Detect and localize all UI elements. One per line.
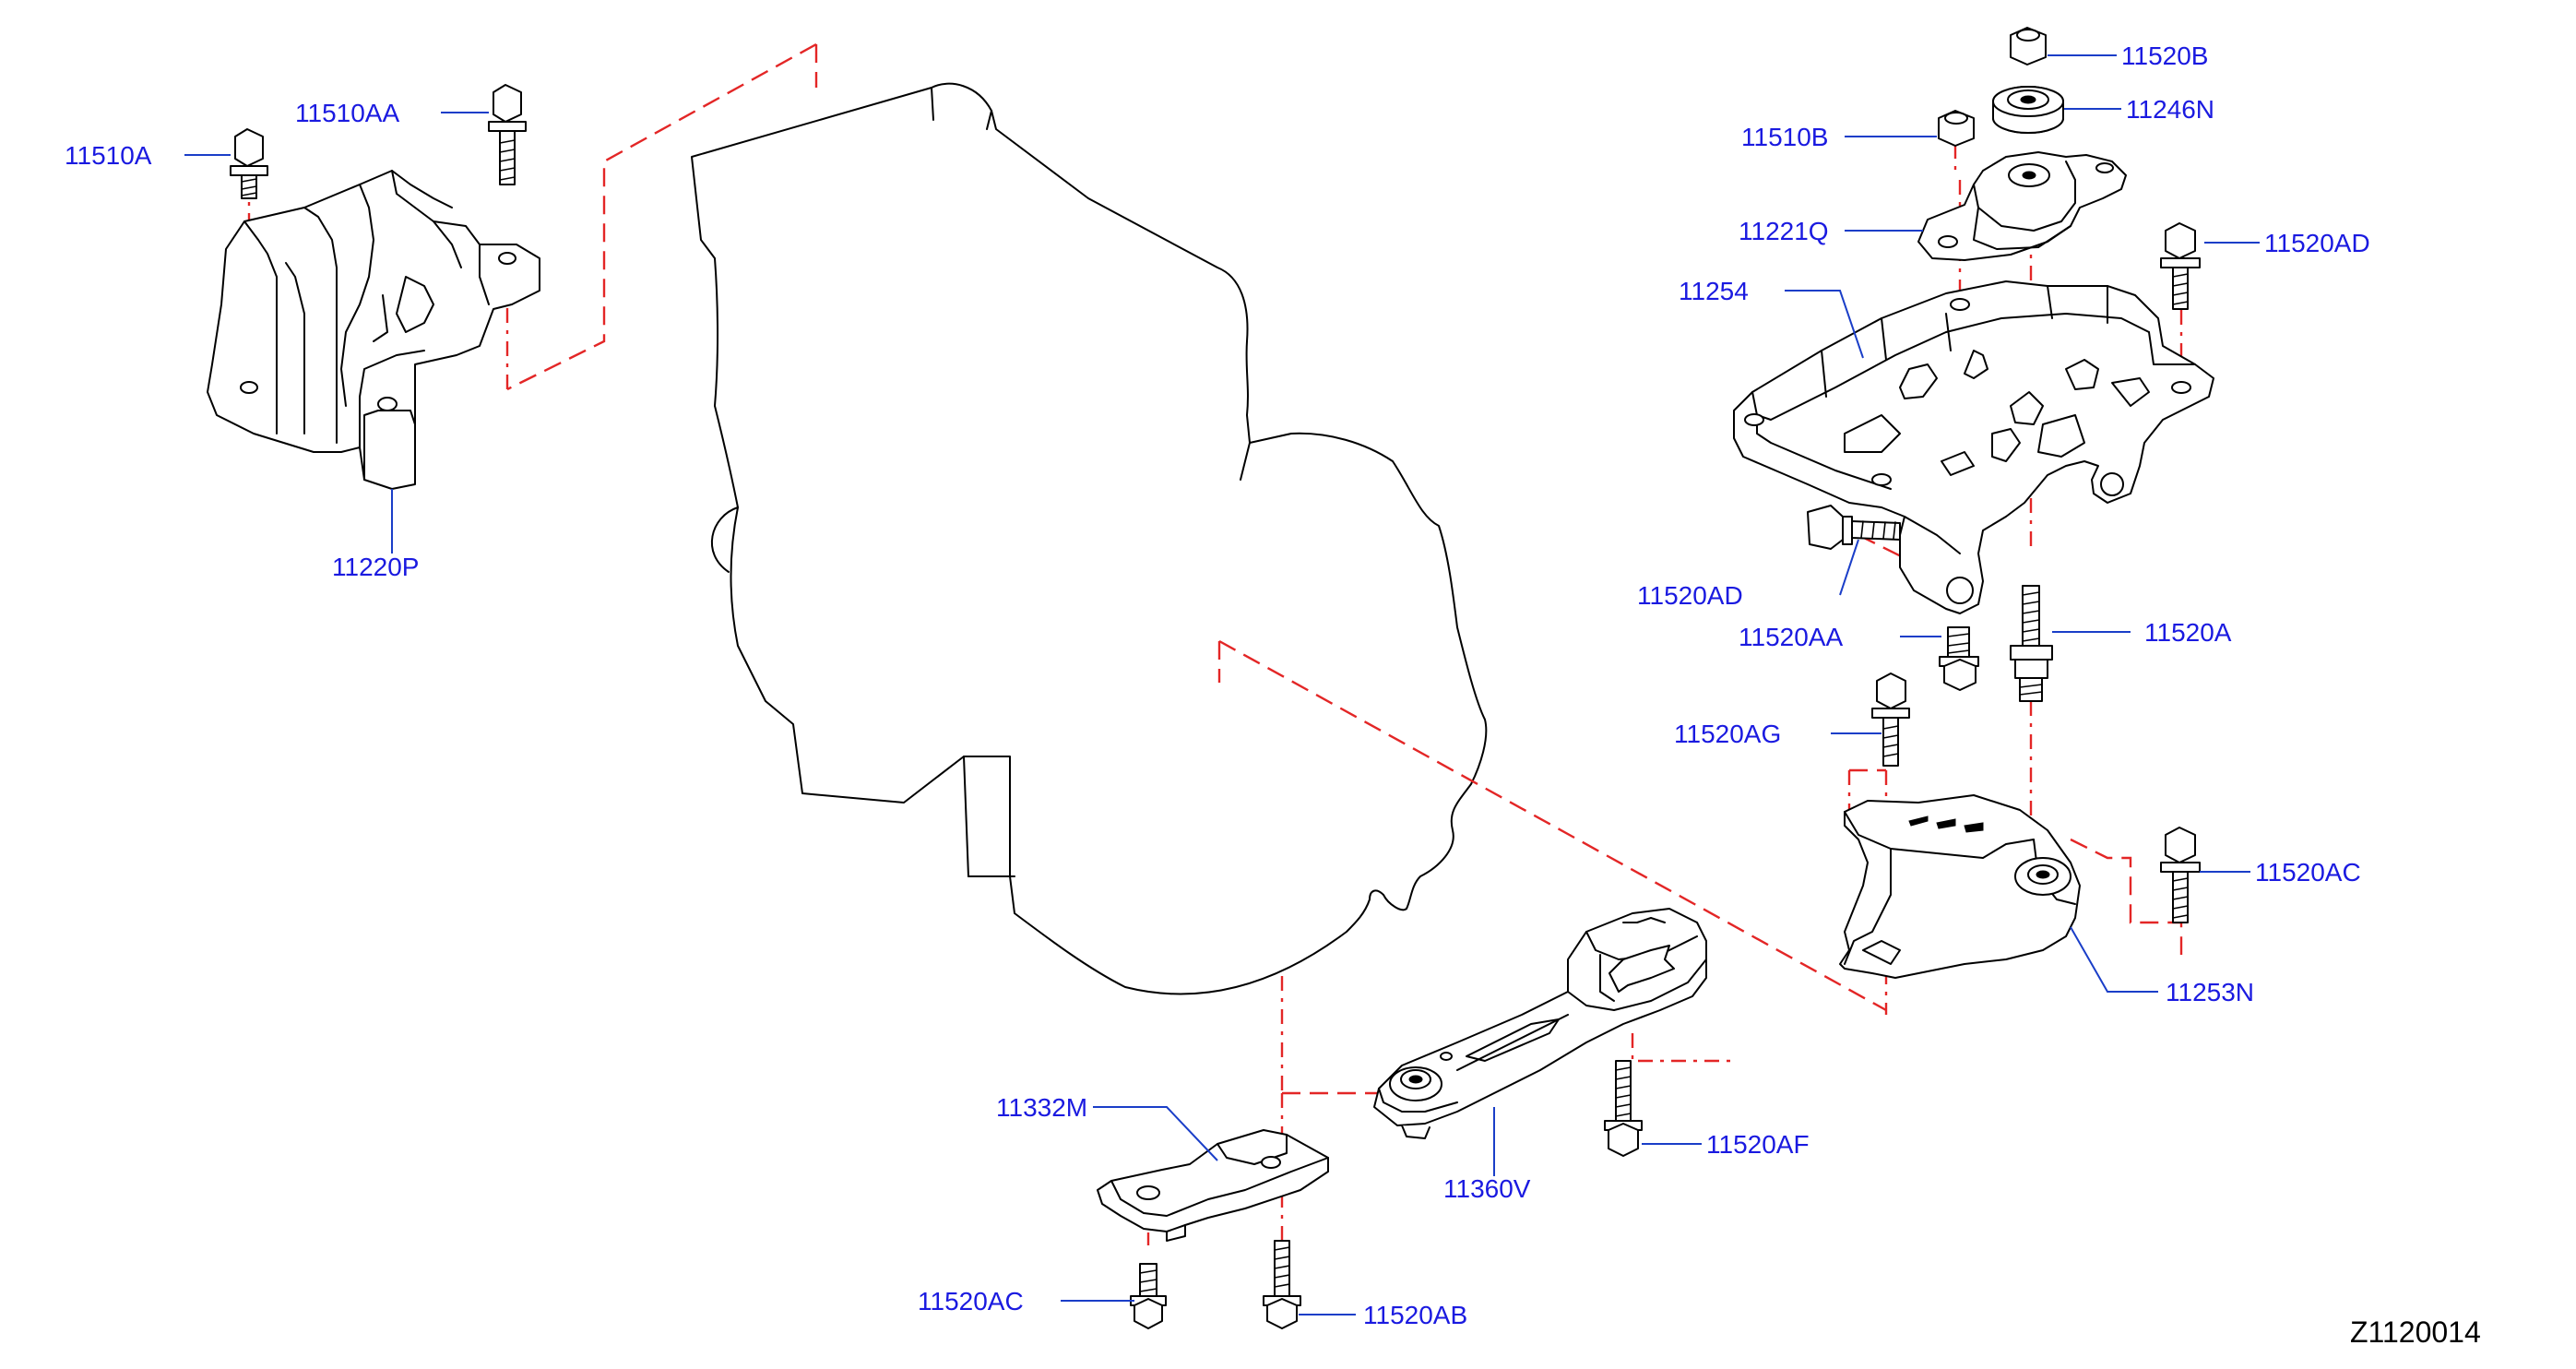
label-11520ad-top: 11520AD — [2264, 229, 2370, 257]
bolt-11520af — [1604, 1060, 1643, 1157]
leader-lines — [184, 54, 2260, 1315]
bolt-11520ac-bottom — [1130, 1263, 1167, 1329]
nut-11510b — [1938, 110, 1975, 147]
nut-11520b — [2010, 27, 2047, 65]
label-11520ab: 11520AB — [1363, 1301, 1467, 1329]
washer-11246n — [1992, 86, 2064, 134]
label-11360v: 11360V — [1443, 1174, 1531, 1203]
label-11520ad-side: 11520AD — [1637, 581, 1743, 610]
bracket-11253n — [1839, 794, 2081, 979]
engine-outline — [691, 82, 1488, 995]
label-11510aa: 11510AA — [295, 99, 399, 127]
bolt-11510a — [230, 128, 268, 199]
upper-mount-11221q — [1917, 151, 2127, 261]
label-11332m: 11332M — [996, 1093, 1087, 1122]
label-11520af: 11520AF — [1706, 1130, 1810, 1159]
mount-bracket-11254 — [1733, 280, 2214, 614]
bracket-11332m — [1097, 1129, 1329, 1242]
bolt-11520ab — [1263, 1240, 1301, 1329]
bolt-11520ad-top — [2160, 222, 2201, 310]
label-11221q: 11221Q — [1739, 217, 1829, 245]
bolt-11520ad-side — [1807, 505, 1901, 550]
bolt-11520ag — [1871, 673, 1910, 767]
label-11510a: 11510A — [65, 141, 152, 170]
label-11520ac-right: 11520AC — [2255, 858, 2361, 887]
torque-rod-11360v — [1373, 908, 1707, 1139]
bolt-11520aa — [1939, 626, 1979, 691]
label-11520b: 11520B — [2121, 42, 2208, 70]
engine-mount-11220p — [207, 170, 540, 490]
stud-11520a — [2010, 585, 2053, 702]
label-11253n: 11253N — [2166, 978, 2254, 1006]
label-11254: 11254 — [1679, 277, 1749, 305]
label-11246n: 11246N — [2126, 95, 2214, 124]
label-11520ag: 11520AG — [1674, 720, 1781, 748]
label-11520ac-bottom: 11520AC — [918, 1287, 1024, 1315]
label-11220p: 11220P — [332, 553, 419, 581]
label-11520aa: 11520AA — [1739, 623, 1843, 651]
alignment-lines — [247, 42, 2183, 1264]
diagram-reference-code: Z1120014 — [2350, 1315, 2481, 1349]
bolt-11520ac-right — [2160, 827, 2201, 923]
labels: 11510A 11510AA 11220P 11520B 11246N 1151… — [65, 42, 2481, 1349]
label-11510b: 11510B — [1741, 123, 1828, 151]
bolt-11510aa — [488, 84, 527, 185]
label-11520a: 11520A — [2144, 618, 2232, 647]
